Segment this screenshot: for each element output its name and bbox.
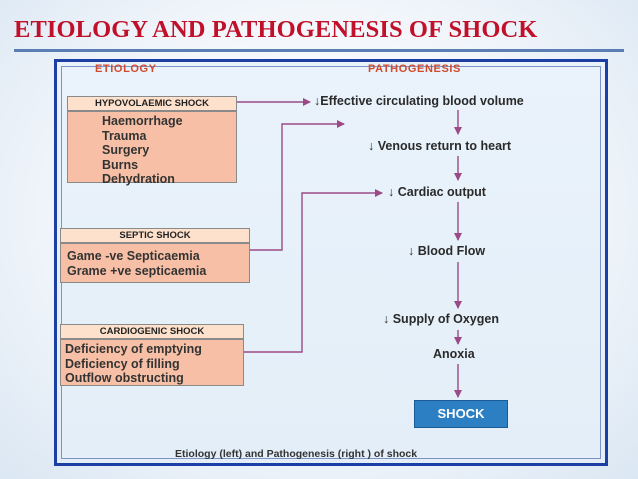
step-cardiac-output: ↓ Cardiac output [388, 185, 486, 199]
cause-item: Outflow obstructing [65, 371, 184, 385]
cause-item: Deficiency of filling [65, 356, 180, 371]
cause-item: Deficiency of emptying [65, 342, 202, 356]
septic-causes-list: Game -ve Septicaemia Grame +ve septicaem… [60, 243, 250, 283]
septic-link-arrow [250, 120, 345, 251]
cardiogenic-causes-list: Deficiency of emptying Deficiency of fil… [60, 339, 244, 386]
shock-outcome-box: SHOCK [414, 400, 508, 428]
step-effective-blood-volume: ↓Effective circulating blood volume [314, 94, 524, 108]
cardiogenic-shock-header: CARDIOGENIC SHOCK [60, 324, 244, 339]
slide-title: ETIOLOGY AND PATHOGENESIS OF SHOCK [14, 16, 538, 43]
cause-item: Trauma [102, 128, 147, 143]
step-anoxia: Anoxia [433, 347, 475, 361]
cardiogenic-link-arrow [244, 189, 383, 353]
cause-item: Grame +ve septicaemia [67, 263, 207, 278]
title-underline [14, 49, 624, 52]
cause-item: Haemorrhage [102, 114, 183, 128]
step-blood-flow: ↓ Blood Flow [408, 244, 486, 258]
hypovolaemic-shock-header: HYPOVOLAEMIC SHOCK [67, 96, 237, 111]
hypovolaemic-causes-list: Haemorrhage Trauma Surgery Burns Dehydra… [67, 111, 237, 186]
cause-item: Game -ve Septicaemia [67, 249, 200, 263]
figure-caption: Etiology (left) and Pathogenesis (right … [175, 448, 418, 460]
pathogenesis-heading: PATHOGENESIS [368, 63, 461, 75]
step-venous-return: ↓ Venous return to heart [368, 139, 512, 153]
etiology-heading: ETIOLOGY [95, 63, 157, 75]
cause-item: Surgery [102, 143, 150, 157]
septic-shock-header: SEPTIC SHOCK [60, 228, 250, 243]
step-oxygen-supply: ↓ Supply of Oxygen [383, 312, 499, 326]
cause-item: Burns [102, 157, 139, 172]
cause-item: Dehydration [102, 172, 175, 186]
